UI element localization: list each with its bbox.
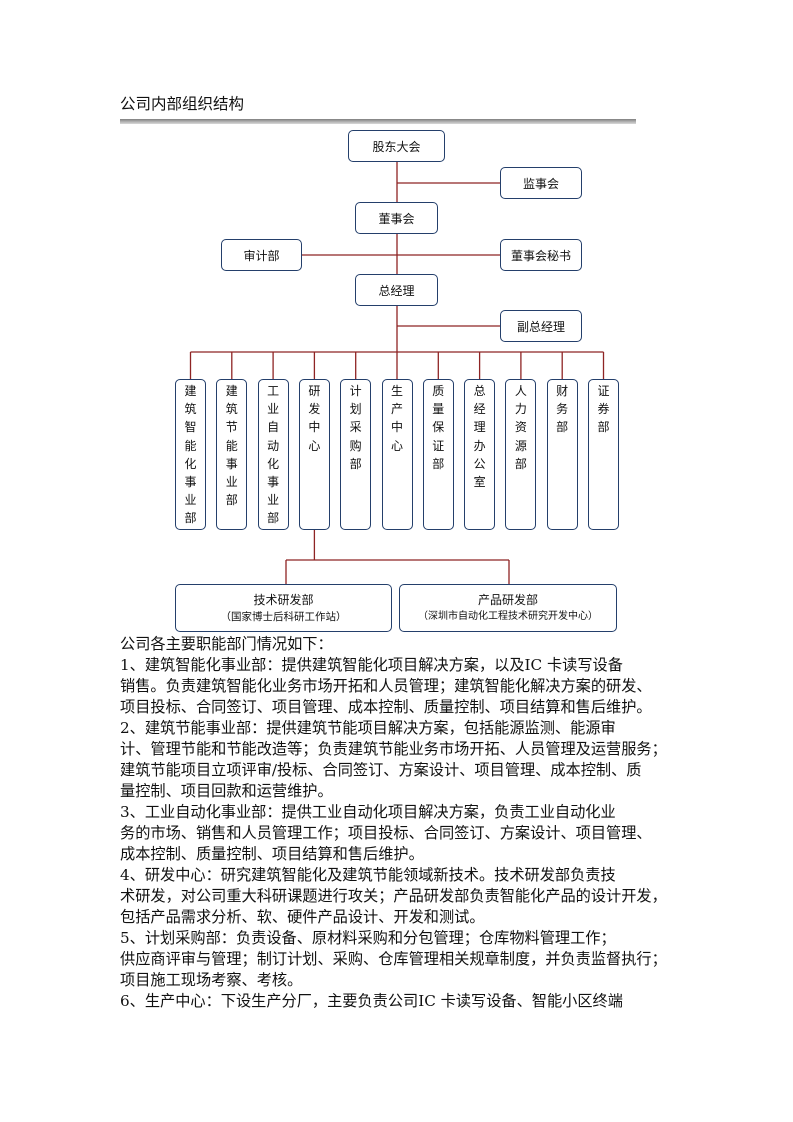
- section-5-line-3: 项目施工现场考察、考核。: [120, 971, 303, 989]
- section-4-line-2: 术研发，对公司重大科研课题进行攻关；产品研发部负责智能化产品的设计开发，: [120, 887, 667, 905]
- org-box-label: 技术研发部: [253, 592, 314, 607]
- org-box-production-center: 生产中心: [381, 379, 413, 530]
- org-box-tech-rd: 技术研发部 （国家博士后科研工作站）: [175, 584, 392, 632]
- org-box-label: 审计部: [243, 248, 280, 263]
- org-box-shareholders-meeting: 股东大会: [348, 130, 445, 162]
- org-box-label: 建筑智能化事业部: [184, 384, 197, 526]
- org-box-label: 董事会: [378, 211, 415, 226]
- org-box-finance: 财务部: [546, 379, 578, 530]
- org-chart-connectors: [189, 162, 605, 584]
- org-box-general-manager: 总经理: [355, 274, 438, 306]
- section-6: 6、生产中心：下设生产分厂，主要负责公司IC 卡读写设备、智能小区终端: [120, 991, 667, 1012]
- section-1-line-1: 1、建筑智能化事业部：提供建筑智能化项目解决方案，以及IC 卡读写设备: [120, 656, 623, 674]
- section-4: 4、研发中心：研究建筑智能化及建筑节能领域新技术。技术研发部负责技 术研发，对公…: [120, 865, 667, 928]
- org-box-label: 财务部: [556, 384, 569, 435]
- org-box-quality-assurance: 质量保证部: [422, 379, 454, 530]
- body-text: 公司各主要职能部门情况如下： 1、建筑智能化事业部：提供建筑智能化项目解决方案，…: [120, 634, 667, 1012]
- section-5-line-2: 供应商评审与管理；制订计划、采购、仓库管理相关规章制度，并负责监督执行；: [120, 950, 667, 968]
- section-5-line-1: 5、计划采购部：负责设备、原材料采购和分包管理；仓库物料管理工作；: [120, 929, 616, 947]
- section-1: 1、建筑智能化事业部：提供建筑智能化项目解决方案，以及IC 卡读写设备 销售。负…: [120, 655, 667, 718]
- org-box-supervisory-board: 监事会: [500, 167, 582, 199]
- org-box-planning-procurement: 计划采购部: [340, 379, 372, 530]
- org-box-label: 研发中心: [308, 384, 321, 453]
- document-title: 公司内部组织结构: [120, 95, 245, 113]
- org-box-label: 证券部: [597, 384, 610, 435]
- org-box-building-energy-saving-division: 建筑节能事业部: [216, 379, 248, 530]
- title-rule: [120, 119, 636, 124]
- section-4-line-1: 4、研发中心：研究建筑智能化及建筑节能领域新技术。技术研发部负责技: [120, 866, 616, 884]
- org-box-building-intelligence-division: 建筑智能化事业部: [175, 379, 206, 530]
- section-1-line-2: 销售。负责建筑智能化业务市场开拓和人员管理；建筑智能化解决方案的研发、: [120, 677, 652, 695]
- org-box-deputy-general-manager: 副总经理: [500, 310, 582, 342]
- org-box-product-rd: 产品研发部 （深圳市自动化工程技术研究开发中心）: [399, 584, 617, 632]
- section-2-line-2: 计、管理节能和节能改造等；负责建筑节能业务市场开拓、人员管理及运营服务；: [120, 740, 667, 758]
- org-box-board-of-directors: 董事会: [355, 202, 438, 234]
- org-box-securities: 证券部: [588, 379, 619, 530]
- org-box-label: 产品研发部: [477, 592, 538, 607]
- org-box-label: 计划采购部: [349, 384, 362, 471]
- org-box-note: （国家博士后科研工作站）: [220, 610, 347, 623]
- org-box-label: 董事会秘书: [510, 248, 571, 263]
- section-5: 5、计划采购部：负责设备、原材料采购和分包管理；仓库物料管理工作； 供应商评审与…: [120, 928, 667, 991]
- org-box-label: 人力资源部: [514, 384, 527, 471]
- org-box-label: 总经理: [378, 283, 415, 298]
- org-box-label: 股东大会: [372, 139, 421, 154]
- intro-line: 公司各主要职能部门情况如下：: [120, 635, 333, 653]
- section-2-line-1: 2、建筑节能事业部：提供建筑节能项目解决方案，包括能源监测、能源审: [120, 719, 616, 737]
- org-box-label: 生产中心: [390, 384, 403, 453]
- section-1-line-3: 项目投标、合同签订、项目管理、成本控制、质量控制、项目结算和售后维护。: [120, 698, 652, 716]
- org-box-board-secretary: 董事会秘书: [500, 239, 582, 271]
- section-3-line-3: 成本控制、质量控制、项目结算和售后维护。: [120, 845, 424, 863]
- section-4-line-3: 包括产品需求分析、软、硬件产品设计、开发和测试。: [120, 908, 485, 926]
- org-box-general-manager-office: 总经理办公室: [464, 379, 496, 530]
- section-2-line-3: 建筑节能项目立项评审/投标、合同签订、方案设计、项目管理、成本控制、质: [120, 761, 642, 779]
- org-box-label: 总经理办公室: [473, 384, 486, 490]
- section-2-line-4: 量控制、项目回款和运营维护。: [120, 782, 333, 800]
- org-box-human-resources: 人力资源部: [505, 379, 537, 530]
- org-box-label: 质量保证部: [432, 384, 445, 471]
- section-2: 2、建筑节能事业部：提供建筑节能项目解决方案，包括能源监测、能源审 计、管理节能…: [120, 718, 667, 802]
- org-box-rd-center: 研发中心: [298, 379, 330, 530]
- org-box-label: 工业自动化事业部: [267, 384, 280, 526]
- org-box-industrial-automation-division: 工业自动化事业部: [257, 379, 289, 530]
- org-box-audit-department: 审计部: [221, 239, 302, 271]
- org-box-label: 建筑节能事业部: [225, 384, 238, 508]
- org-box-label: 监事会: [522, 176, 559, 191]
- section-3: 3、工业自动化事业部：提供工业自动化项目解决方案，负责工业自动化业 务的市场、销…: [120, 802, 667, 865]
- org-box-note: （深圳市自动化工程技术研究开发中心）: [418, 610, 598, 622]
- section-6-line-1: 6、生产中心：下设生产分厂，主要负责公司IC 卡读写设备、智能小区终端: [120, 992, 623, 1010]
- org-box-label: 副总经理: [516, 319, 565, 334]
- section-3-line-1: 3、工业自动化事业部：提供工业自动化项目解决方案，负责工业自动化业: [120, 803, 616, 821]
- section-3-line-2: 务的市场、销售和人员管理工作；项目投标、合同签订、方案设计、项目管理、: [120, 824, 652, 842]
